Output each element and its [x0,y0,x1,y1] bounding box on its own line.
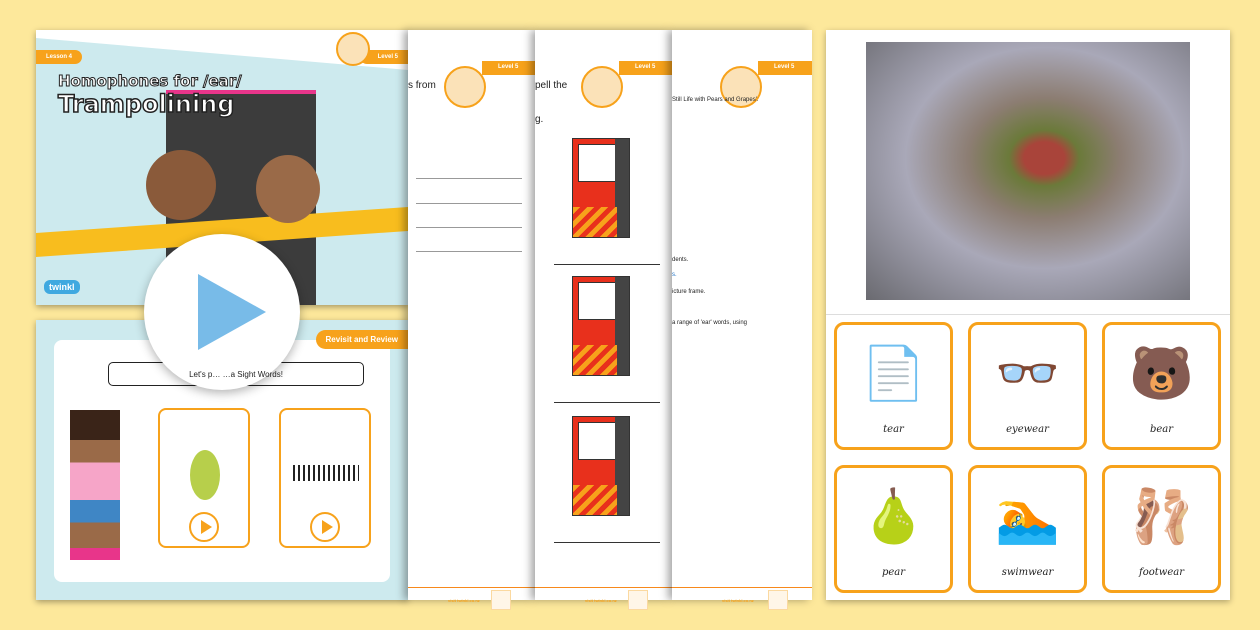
word-card-pear[interactable]: 🍐 pear [834,465,953,593]
word-card-tear[interactable]: 📄 tear [834,322,953,450]
writing-line [416,203,522,204]
pear-image [190,450,220,500]
word-card-footwear[interactable]: 🩰 footwear [1102,465,1221,593]
worksheet-page-3: Level 5 Still Life with Pears and Grapes… [672,30,812,610]
card-label: swimwear [1001,567,1054,578]
level-tag: Level 5 [758,61,812,75]
level-tag: Level 5 [619,61,672,75]
vending-machine-person [572,276,630,376]
card-label: pear [881,567,906,578]
card-label: tear [883,424,904,435]
play-video-button[interactable] [144,234,300,390]
answer-line [554,264,660,265]
twinkl-logo: twinkl [44,280,80,294]
word-card-bear[interactable]: 🐻 bear [1102,322,1221,450]
glasses-icon: 👓 [995,345,1060,403]
twinkl-footer-logo [491,590,511,610]
resource-preview-panel: 📄 tear 👓 eyewear 🐻 bear 🍐 pear 🏊 swimwear 🩰 fo… [826,30,1230,600]
word-card-eyewear[interactable]: 👓 eyewear [968,322,1087,450]
instruction-link[interactable]: s. [672,272,677,278]
girl-character [70,410,120,560]
slide-subtitle: Homophones for /ear/ [58,72,243,91]
card-label: footwear [1139,567,1184,578]
play-audio-button[interactable] [189,512,219,542]
worksheet-page-2: Level 5 pell the g. visit twinkl.co.nz [535,30,672,610]
writing-line [416,251,522,252]
characters-avatar [444,66,486,108]
characters-avatar [581,66,623,108]
writing-line [416,178,522,179]
footer-url: visit twinkl.co.nz [722,598,754,603]
worksheet-page-1: Level 5 s from visit twinkl.co.nz [408,30,535,610]
revisit-review-badge: Revisit and Review [315,330,408,349]
instruction-text: dents. [672,257,689,263]
slide-title: Trampolining [57,89,235,119]
play-icon [198,274,266,350]
speech-bubble-text: Let's p… …a Sight Words! [189,370,283,379]
scribbled-word [293,465,359,481]
still-life-painting [866,42,1190,300]
instruction-text: icture frame. [672,289,706,295]
instruction-text: a range of 'ear' words, using [672,320,747,326]
pear-icon: 🍐 [861,488,926,546]
answer-line [554,402,660,403]
characters-avatar [720,66,762,108]
lesson-tag: Lesson 4 [36,50,83,64]
play-icon [322,520,333,534]
title-slide: Lesson 4 Level 5 Homophones for /ear/ Tr… [36,30,408,305]
panel-divider [826,314,1230,315]
footer-url: visit twinkl.co.nz [448,598,480,603]
twinkl-footer-logo [628,590,648,610]
flashcard-1[interactable] [158,408,250,548]
footer-url: visit twinkl.co.nz [585,598,617,603]
level-tag: Level 5 [359,50,408,64]
ballet-shoes-icon: 🩰 [1129,488,1194,546]
twinkl-footer-logo [768,590,788,610]
footer-divider [408,587,535,588]
word-card-swimwear[interactable]: 🏊 swimwear [968,465,1087,593]
level-tag: Level 5 [482,61,535,75]
girl-character [256,155,320,223]
instruction-text: s from [408,80,436,91]
boy-character [146,150,216,220]
footer-divider [672,587,812,588]
card-label: eyewear [1006,424,1049,435]
review-slide: Revisit and Review Let's p… …a Sight Wor… [36,320,408,600]
vending-machine-stairs [572,416,630,516]
instruction-text: g. [535,114,544,125]
card-label: bear [1149,424,1174,435]
swimmer-icon: 🏊 [995,488,1060,546]
footer-divider [535,587,672,588]
writing-line [416,227,522,228]
instruction-text: Still Life with Pears and Grapes'. [672,97,759,103]
vending-machine-deer [572,138,630,238]
answer-line [554,542,660,543]
bear-icon: 🐻 [1129,345,1194,403]
characters-avatar [336,32,370,66]
play-audio-button[interactable] [310,512,340,542]
paper-icon: 📄 [861,345,926,403]
instruction-text: pell the [535,80,568,91]
flashcard-2[interactable] [279,408,371,548]
play-icon [201,520,212,534]
